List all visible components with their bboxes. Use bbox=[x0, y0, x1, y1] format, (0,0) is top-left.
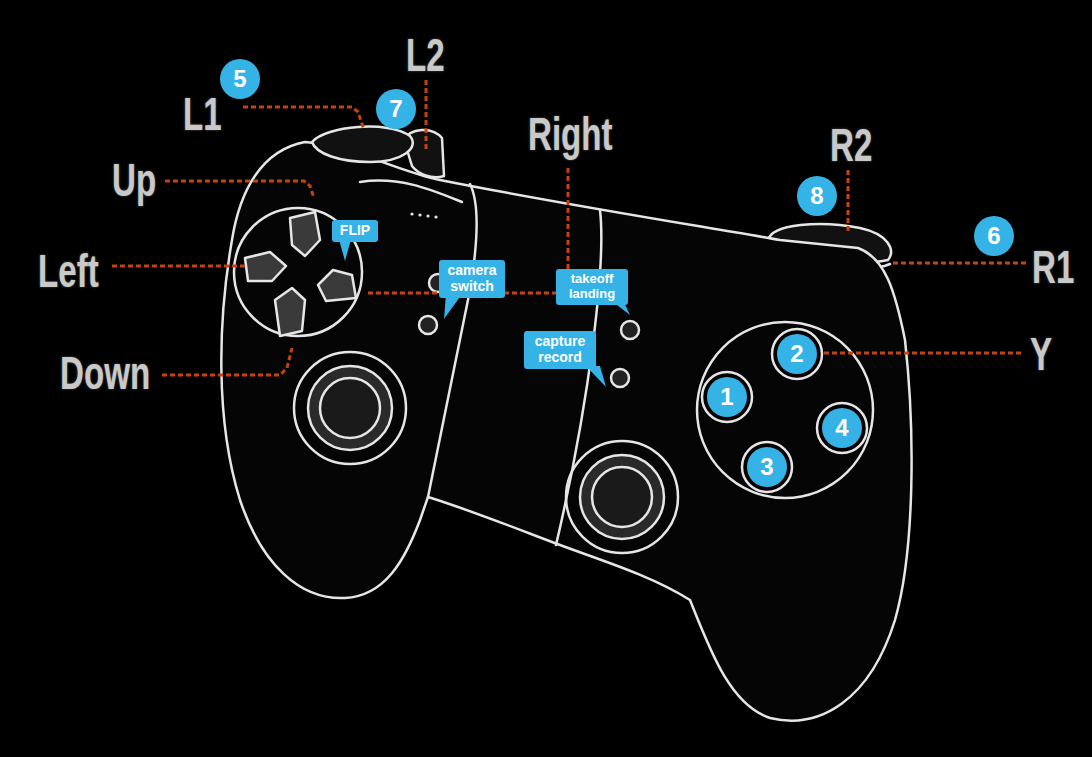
callout-number: 5 bbox=[220, 59, 260, 99]
indicator-light bbox=[410, 212, 413, 215]
leader-line bbox=[893, 262, 1026, 265]
left-stick bbox=[308, 366, 392, 450]
right-stick-ring bbox=[566, 441, 678, 553]
shoulder-edge bbox=[360, 181, 462, 202]
face-button-ring bbox=[817, 403, 867, 453]
right-stick-top bbox=[592, 467, 652, 527]
part-label: R2 bbox=[830, 122, 872, 168]
part-label: R1 bbox=[1032, 244, 1074, 290]
callout-number-text: 4 bbox=[835, 416, 848, 440]
leader-line bbox=[847, 170, 850, 232]
callout-number: 8 bbox=[797, 176, 837, 216]
indicator-light bbox=[434, 215, 437, 218]
part-label: L1 bbox=[183, 91, 222, 137]
part-label: Down bbox=[60, 350, 150, 396]
part-label: Right bbox=[528, 111, 613, 157]
indicator-light bbox=[418, 213, 421, 216]
indicator-light bbox=[426, 214, 429, 217]
callout-text: camera switch bbox=[443, 263, 501, 294]
buttons-recess bbox=[697, 322, 873, 498]
leader-line bbox=[112, 265, 246, 268]
part-label: L2 bbox=[406, 32, 445, 78]
leader-line bbox=[165, 181, 314, 198]
dpad-down bbox=[275, 288, 305, 336]
callout-number: 7 bbox=[376, 89, 416, 129]
callout-number: 6 bbox=[974, 216, 1014, 256]
callout-number-text: 6 bbox=[987, 224, 1000, 248]
l1-bumper bbox=[312, 127, 413, 162]
right-stick bbox=[580, 455, 664, 539]
part-label: Y bbox=[1030, 331, 1052, 377]
callout-number-text: 8 bbox=[810, 184, 823, 208]
callout-text: takeoff landing bbox=[560, 272, 624, 301]
callout-number: 1 bbox=[707, 377, 747, 417]
small-button bbox=[419, 316, 437, 334]
center-panel-edge bbox=[428, 184, 477, 497]
callout-box: camera switch bbox=[439, 260, 505, 297]
callout-number-text: 2 bbox=[790, 342, 803, 366]
callout-number: 2 bbox=[777, 334, 817, 374]
callout-box: takeoff landing bbox=[556, 269, 628, 304]
callout-text: capture record bbox=[528, 334, 592, 365]
dpad-right bbox=[318, 270, 356, 301]
callout-box: capture record bbox=[524, 331, 596, 368]
face-button-ring bbox=[742, 442, 792, 492]
dpad-left bbox=[245, 252, 286, 281]
leader-line bbox=[824, 352, 1022, 355]
callout-number: 4 bbox=[822, 408, 862, 448]
controller-body bbox=[221, 142, 911, 721]
left-stick-top bbox=[320, 378, 380, 438]
left-stick-ring bbox=[294, 352, 406, 464]
leader-line bbox=[425, 80, 428, 150]
callout-number-text: 1 bbox=[720, 385, 733, 409]
callout-number-text: 3 bbox=[760, 455, 773, 479]
callout-tail bbox=[586, 366, 606, 387]
leader-line bbox=[162, 348, 292, 375]
callout-number: 3 bbox=[747, 447, 787, 487]
callout-tail bbox=[444, 294, 462, 319]
face-button-ring bbox=[772, 329, 822, 379]
leader-line bbox=[243, 107, 364, 130]
face-button-ring bbox=[702, 372, 752, 422]
callout-number-text: 7 bbox=[389, 97, 402, 121]
part-label: Up bbox=[112, 157, 156, 203]
dpad-up bbox=[290, 212, 320, 256]
callout-box: FLIP bbox=[332, 220, 378, 242]
small-button bbox=[621, 321, 639, 339]
small-button bbox=[611, 369, 629, 387]
callout-text: FLIP bbox=[336, 223, 374, 239]
callout-number-text: 5 bbox=[233, 67, 246, 91]
part-label: Left bbox=[38, 248, 99, 294]
